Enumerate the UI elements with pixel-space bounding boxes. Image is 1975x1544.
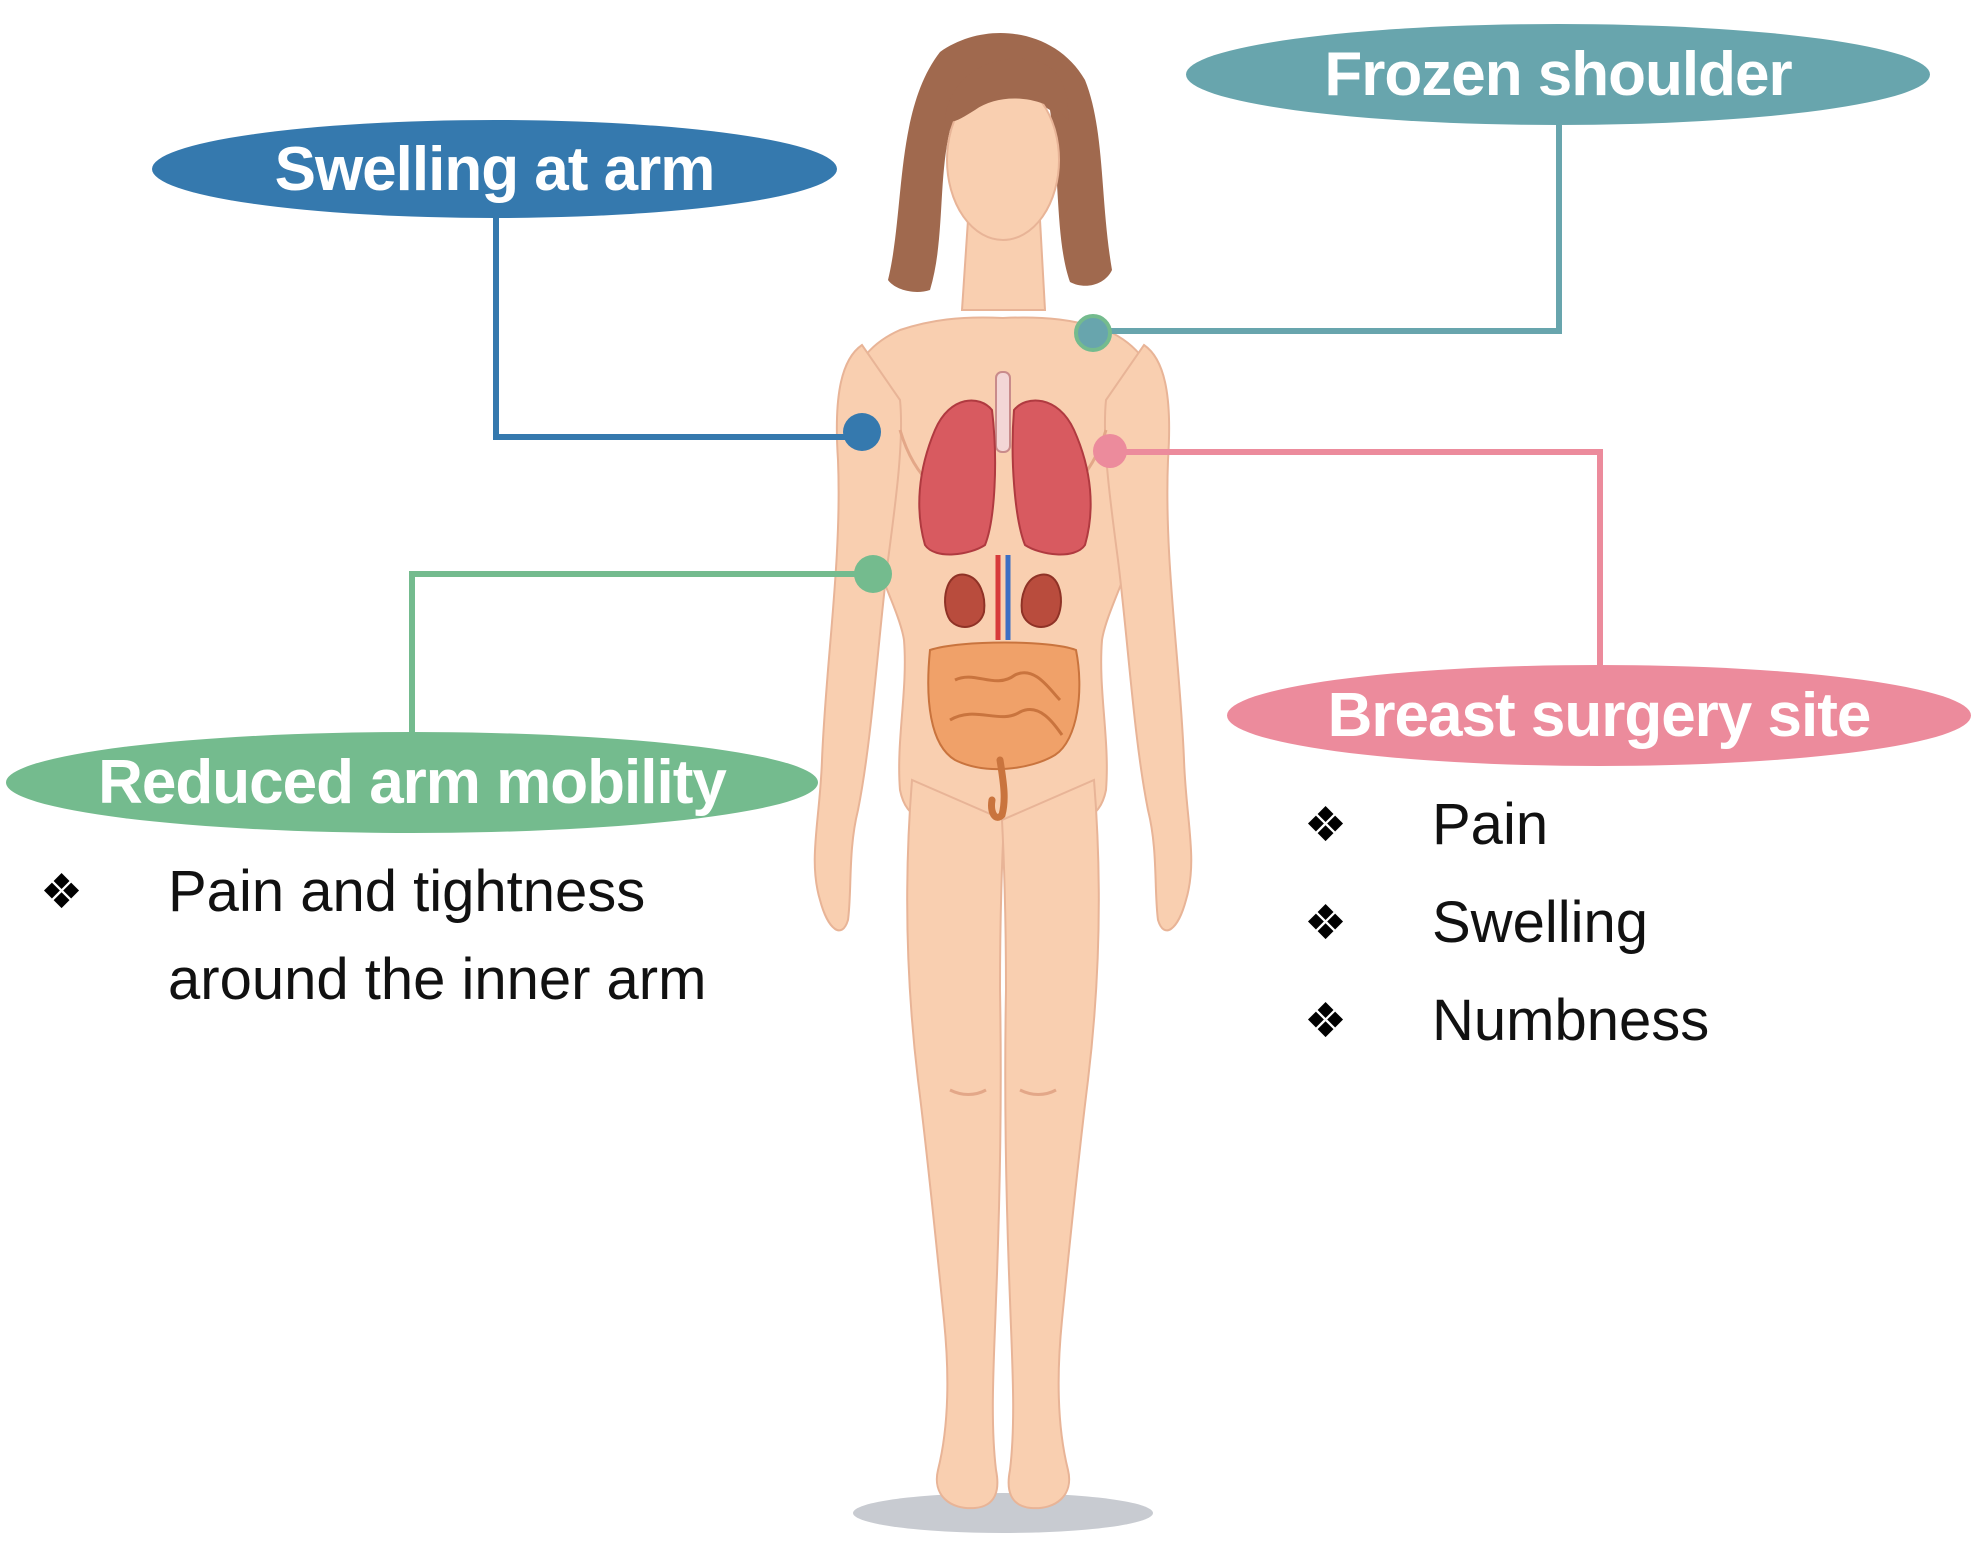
list-item: ❖ Pain and tightness — [40, 848, 820, 936]
breast-surgery-site-text: Breast surgery site — [1327, 681, 1872, 750]
list-item-text: Pain — [1432, 792, 1549, 857]
kidneys-icon — [944, 555, 1062, 640]
reduced-arm-mobility-text: Reduced arm mobility — [98, 748, 727, 817]
list-item-text: Pain and tightness — [168, 859, 646, 924]
frozen-shoulder-text: Frozen shoulder — [1324, 40, 1792, 109]
reduced-dot — [854, 555, 892, 593]
female-body-illustration — [813, 79, 1193, 1510]
list-item: around the inner arm — [40, 936, 820, 1024]
breast-surgery-site-label: Breast surgery site — [1227, 665, 1971, 766]
lungs-icon — [918, 399, 1092, 556]
swelling-at-arm-label: Swelling at arm — [152, 120, 837, 218]
swelling-at-arm-text: Swelling at arm — [274, 134, 716, 204]
list-item-text: Numbness — [1432, 988, 1710, 1053]
frozen-dot — [1074, 314, 1112, 352]
swelling-dot — [843, 413, 881, 451]
intestines-icon — [927, 641, 1081, 821]
diamond-bullet-icon: ❖ — [1304, 797, 1348, 853]
diamond-bullet-icon: ❖ — [1304, 993, 1348, 1049]
list-item: ❖ Swelling — [1304, 874, 1944, 972]
list-item-text: Swelling — [1432, 890, 1648, 955]
diamond-bullet-icon: ❖ — [40, 864, 84, 920]
breast-surgery-site-list: ❖ Pain ❖ Swelling ❖ Numbness — [1304, 776, 1944, 1070]
floor-shadow — [853, 1493, 1153, 1533]
list-item: ❖ Numbness — [1304, 972, 1944, 1070]
hair-fringe — [945, 58, 1069, 122]
frozen-connector — [1093, 125, 1562, 334]
swelling-connector — [493, 218, 862, 440]
list-item: ❖ Pain — [1304, 776, 1944, 874]
breast-connector — [1110, 449, 1603, 665]
frozen-shoulder-label: Frozen shoulder — [1186, 24, 1930, 125]
reduced-arm-mobility-list: ❖ Pain and tightness around the inner ar… — [40, 848, 820, 1024]
breast-dot — [1093, 434, 1127, 468]
trachea — [995, 371, 1011, 453]
list-item-text: around the inner arm — [168, 947, 707, 1012]
reduced-connector — [409, 571, 873, 732]
reduced-arm-mobility-label: Reduced arm mobility — [6, 732, 818, 833]
diamond-bullet-icon: ❖ — [1304, 895, 1348, 951]
